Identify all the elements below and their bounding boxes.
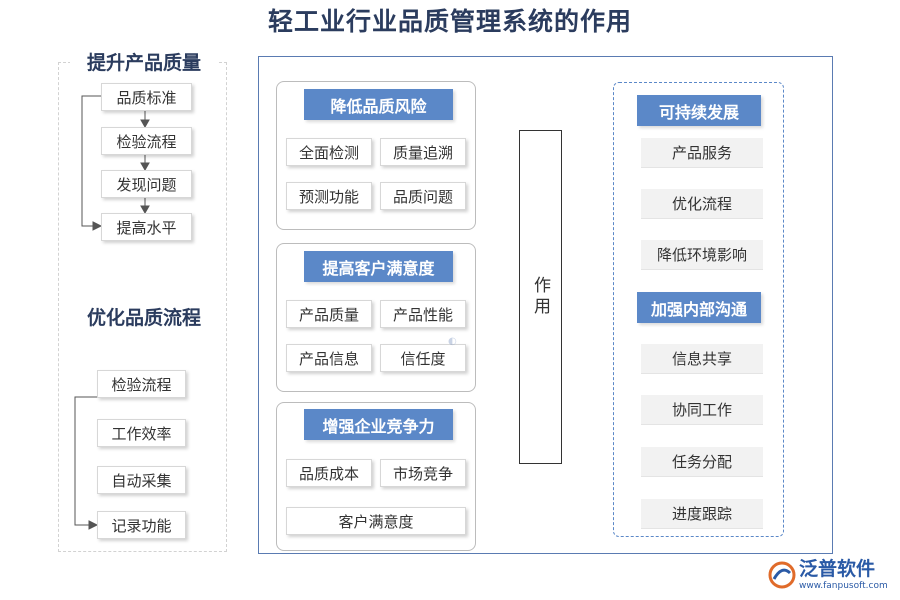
section-title-improve-quality: 提升产品质量 [70, 48, 218, 75]
right-item-info-sharing: 信息共享 [641, 344, 763, 374]
right-header-internal-comm: 加强内部沟通 [637, 292, 761, 323]
brand-logo-icon [768, 561, 796, 589]
item-market-competition: 市场竞争 [380, 459, 466, 487]
left-item-inspection-process: 检验流程 [101, 127, 192, 155]
watermark-logo-icon: ◐ [448, 336, 457, 347]
left-item-find-problems: 发现问题 [101, 170, 192, 198]
group-header-reduce-risk: 降低品质风险 [304, 89, 453, 120]
section-title-optimize-process: 优化品质流程 [70, 303, 218, 330]
item-trust: 信任度 [380, 344, 466, 372]
left-item-auto-collect: 自动采集 [97, 466, 186, 494]
right-item-collaboration: 协同工作 [641, 395, 763, 425]
brand-logo-url: www.fanpusoft.com [799, 580, 888, 591]
item-quality-problems: 品质问题 [380, 182, 466, 210]
group-header-competitiveness: 增强企业竞争力 [304, 409, 453, 440]
brand-logo-name: 泛普软件 [799, 557, 876, 580]
right-item-task-assignment: 任务分配 [641, 447, 763, 477]
left-item-record-function: 记录功能 [97, 511, 186, 539]
page-title: 轻工业行业品质管理系统的作用 [267, 7, 632, 36]
item-full-inspection: 全面检测 [286, 138, 372, 166]
center-role-box: 作用 [519, 130, 562, 464]
item-customer-satisfaction: 客户满意度 [286, 507, 466, 535]
item-product-performance: 产品性能 [380, 300, 466, 328]
left-item-work-efficiency: 工作效率 [97, 419, 186, 447]
left-item-inspection-process-2: 检验流程 [97, 370, 186, 398]
item-quality-trace: 质量追溯 [380, 138, 466, 166]
left-item-quality-standard: 品质标准 [101, 83, 192, 111]
right-item-product-service: 产品服务 [641, 138, 763, 168]
left-item-improve-level: 提高水平 [101, 213, 192, 241]
item-quality-cost: 品质成本 [286, 459, 372, 487]
right-header-sustainable: 可持续发展 [637, 95, 761, 126]
item-prediction: 预测功能 [286, 182, 372, 210]
right-item-reduce-env-impact: 降低环境影响 [641, 240, 763, 270]
brand-logo: 泛普软件 www.fanpusoft.com [768, 553, 896, 597]
right-panel [613, 82, 784, 537]
group-header-customer-satisfaction: 提高客户满意度 [304, 251, 453, 282]
item-product-info: 产品信息 [286, 344, 372, 372]
watermark-logo: ◐ [448, 336, 457, 347]
item-product-quality: 产品质量 [286, 300, 372, 328]
right-item-progress-tracking: 进度跟踪 [641, 499, 763, 529]
right-item-optimize-process: 优化流程 [641, 189, 763, 219]
